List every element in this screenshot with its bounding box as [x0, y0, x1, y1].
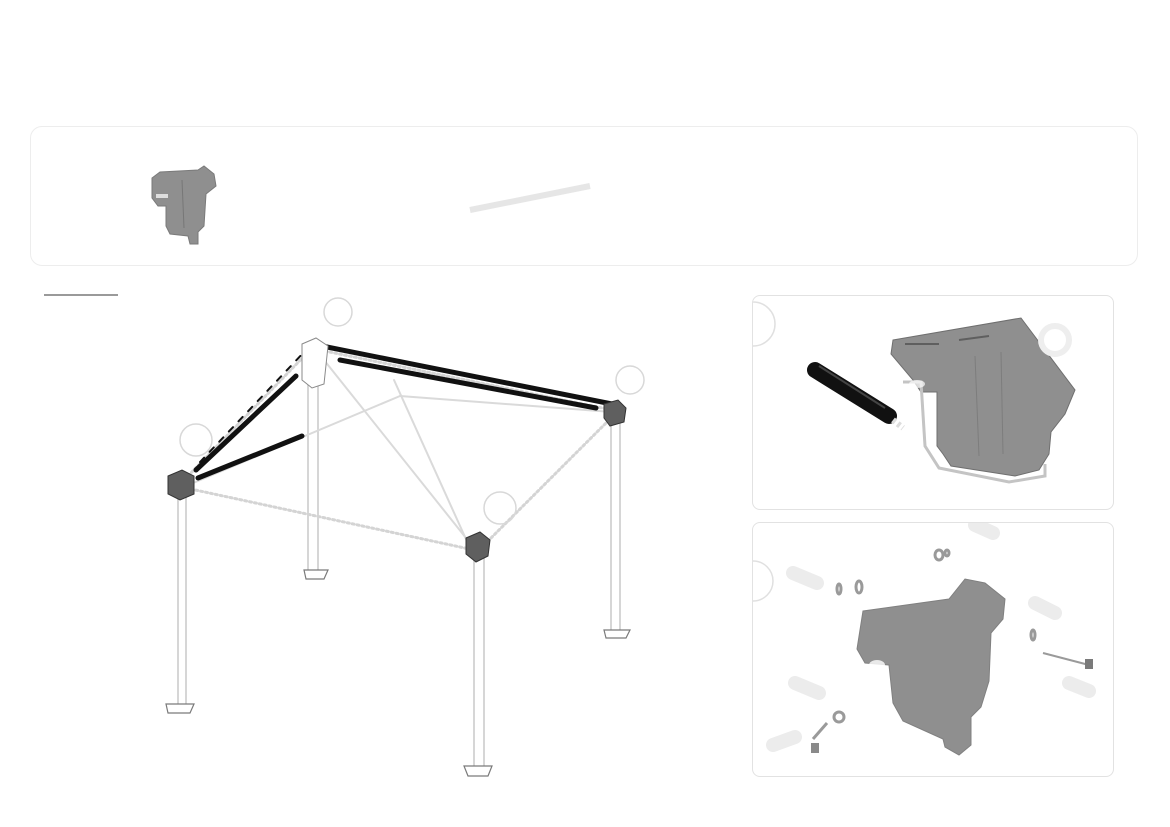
foot-plate — [303, 569, 329, 580]
parts-strip — [30, 126, 1138, 266]
callout-circle — [753, 301, 776, 347]
callout-circle — [323, 297, 353, 327]
foot-plate — [463, 765, 493, 777]
detail-b-canvas — [753, 523, 1096, 756]
detail-panel-tube-insert — [752, 295, 1114, 510]
washer-icon — [832, 548, 1037, 724]
callout-circle — [1038, 323, 1072, 357]
callout-circle — [483, 491, 517, 525]
corner-bracket-part-icon — [151, 165, 217, 245]
canopy-frame — [165, 297, 645, 777]
corner-bracket — [465, 531, 491, 563]
parts-strip-tube — [469, 183, 591, 213]
corner-bracket — [167, 469, 195, 501]
corner-bracket — [603, 399, 627, 427]
roof-tube-icon — [807, 362, 897, 424]
roof-tube-black — [309, 341, 615, 407]
callout-circle — [179, 423, 213, 457]
callout-circle — [615, 365, 645, 395]
corner-bracket-icon — [856, 578, 1006, 756]
step-number — [62, 312, 102, 362]
corner-bracket-rear — [301, 337, 329, 389]
foot-plate — [165, 703, 195, 714]
detail-a-canvas — [753, 301, 1076, 484]
foot-plate — [603, 629, 631, 639]
detail-panel-bolt-assembly — [752, 522, 1114, 777]
step-rule — [44, 294, 118, 296]
corner-bracket-icon — [890, 317, 1076, 484]
callout-circle — [753, 560, 774, 602]
bolt-icon — [811, 652, 1093, 753]
